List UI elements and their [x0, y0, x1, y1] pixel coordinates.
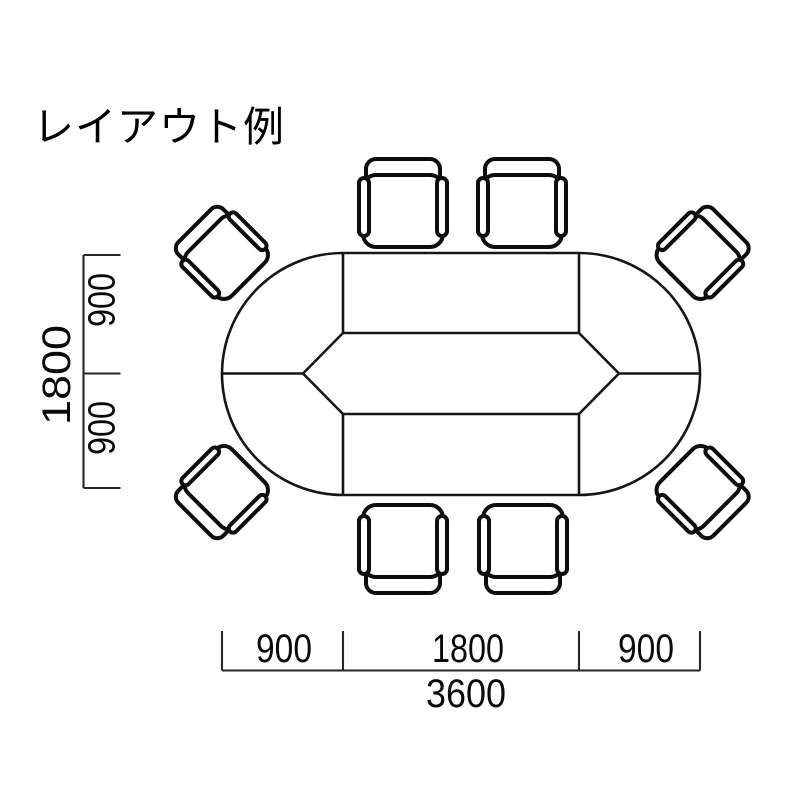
page-title: レイアウト例 — [33, 104, 285, 150]
chair-bottom-center-right — [477, 503, 569, 595]
chair-top-center-right — [476, 157, 568, 249]
chair-bottom-right — [647, 437, 759, 548]
dim-label-width-total: 3600 — [426, 672, 506, 716]
chairs — [166, 157, 759, 595]
chair-top-left — [166, 197, 277, 308]
dimension-bottom: 900 1800 900 3600 — [220, 627, 702, 716]
center-void-right-point — [578, 332, 621, 415]
dimension-left-line — [82, 253, 121, 490]
chair-top-center-left — [357, 157, 449, 249]
dim-label-depth-upper: 900 — [82, 273, 124, 327]
conference-table — [220, 251, 702, 497]
dim-label-width-right: 900 — [618, 627, 674, 671]
dimension-left: 900 900 1800 — [35, 253, 124, 490]
dim-label-depth-lower: 900 — [82, 401, 124, 455]
dim-label-depth-total: 1800 — [35, 325, 79, 425]
chair-bottom-left — [166, 437, 277, 548]
dim-label-width-center: 1800 — [432, 627, 504, 671]
dimension-bottom-line — [220, 631, 702, 672]
center-void-left-point — [301, 332, 344, 415]
chair-bottom-center-left — [357, 503, 449, 595]
dim-label-width-left: 900 — [256, 627, 312, 671]
